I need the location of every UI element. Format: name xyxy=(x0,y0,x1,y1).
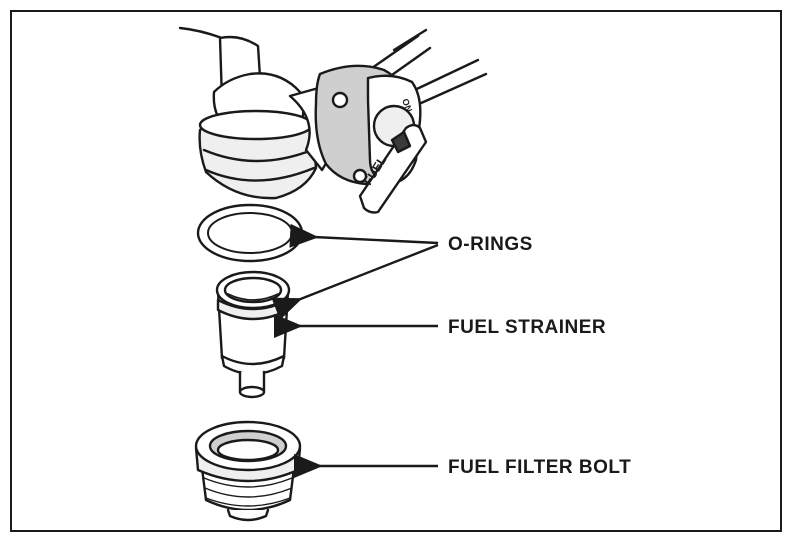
fuel-strainer-label: FUEL STRAINER xyxy=(448,317,606,338)
o-ring-upper xyxy=(196,203,304,263)
callout-arrows xyxy=(271,223,439,478)
fuel-valve-assembly: ON FUEL xyxy=(178,26,488,214)
fuel-filter-bolt xyxy=(194,420,302,522)
fuel-strainer xyxy=(215,270,291,399)
o-ring-upper-arrow xyxy=(289,223,439,248)
diagram-frame xyxy=(10,10,782,532)
valve-on-label: ON xyxy=(400,97,414,113)
fuel-filter-bolt-label: FUEL FILTER BOLT xyxy=(448,457,631,478)
o-rings-label: O-RINGS xyxy=(448,234,533,255)
o-ring-lower-arrow xyxy=(271,243,439,320)
